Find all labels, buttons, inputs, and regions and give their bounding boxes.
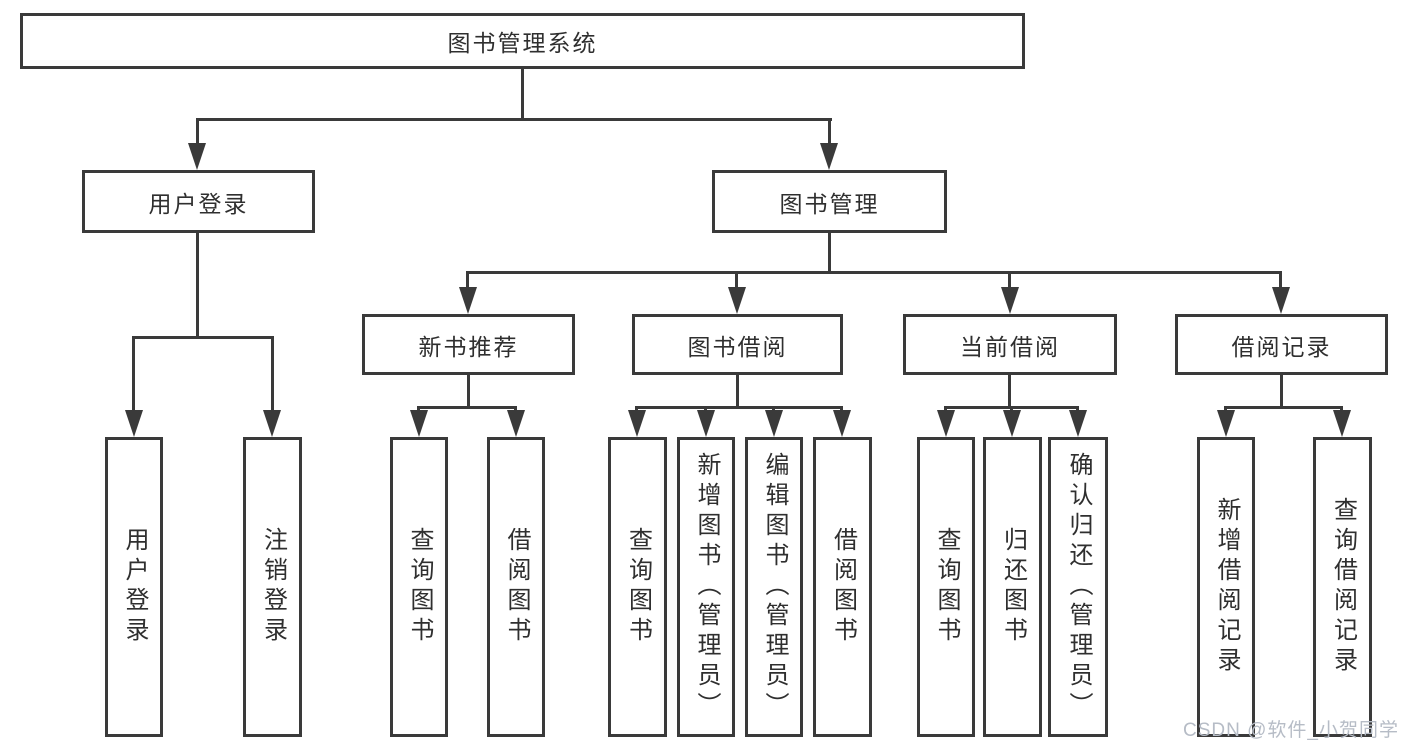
connector-arrowhead (188, 143, 206, 170)
node-label: 图书管理系统 (447, 30, 598, 56)
node-label: 归还图书 (999, 527, 1027, 647)
node-label: 确认归还（管理员） (1065, 452, 1092, 722)
connector-arrowhead (765, 410, 783, 437)
csdn-watermark: CSDN @软件_小贺同学 (1183, 720, 1399, 741)
leaf-borrow-book: 借阅图书 (813, 437, 872, 737)
connector-arrowhead (820, 143, 838, 170)
node-current-borrow: 当前借阅 (903, 314, 1117, 375)
connector-line (736, 375, 739, 409)
connector-line (467, 375, 470, 409)
node-label: 新书推荐 (418, 333, 519, 360)
leaf-borrow-query-book: 查询图书 (608, 437, 667, 737)
connector-arrowhead (833, 410, 851, 437)
leaf-logout: 注销登录 (243, 437, 302, 737)
node-book-borrow: 图书借阅 (632, 314, 843, 375)
connector-arrowhead (1001, 287, 1019, 314)
connector-line (132, 336, 273, 339)
node-root: 图书管理系统 (20, 13, 1025, 69)
node-label: 用户登录 (121, 527, 148, 647)
node-borrow-record: 借阅记录 (1175, 314, 1388, 375)
connector-arrowhead (410, 410, 428, 437)
leaf-user-login: 用户登录 (105, 437, 163, 737)
node-label: 图书管理 (779, 190, 880, 217)
node-label: 新增图书（管理员） (693, 452, 720, 722)
connector-arrowhead (1003, 410, 1021, 437)
connector-arrowhead (1272, 287, 1290, 314)
node-label: 借阅图书 (829, 527, 857, 647)
connector-arrowhead (937, 410, 955, 437)
connector-line (521, 69, 524, 121)
node-label: 新增借阅记录 (1213, 497, 1240, 677)
connector-line (196, 118, 199, 148)
node-label: 借阅记录 (1231, 333, 1332, 360)
connector-arrowhead (459, 287, 477, 314)
connector-line (132, 336, 135, 414)
connector-line (196, 233, 199, 339)
leaf-recommend-borrow-book: 借阅图书 (487, 437, 545, 737)
leaf-add-borrow-record: 新增借阅记录 (1197, 437, 1255, 737)
node-book-management: 图书管理 (712, 170, 947, 233)
connector-arrowhead (1069, 410, 1087, 437)
node-label: 查询图书 (933, 527, 960, 647)
leaf-current-query-book: 查询图书 (917, 437, 975, 737)
connector-arrowhead (507, 410, 525, 437)
connector-line (466, 271, 1282, 274)
connector-line (635, 406, 843, 409)
connector-line (1008, 375, 1011, 409)
node-label: 编辑图书（管理员） (761, 452, 788, 722)
connector-line (466, 271, 469, 291)
connector-line (828, 118, 831, 148)
node-label: 注销登录 (259, 527, 287, 647)
node-label: 图书借阅 (687, 333, 788, 360)
connector-line (1280, 375, 1283, 409)
node-user-login: 用户登录 (82, 170, 315, 233)
connector-arrowhead (697, 410, 715, 437)
connector-arrowhead (628, 410, 646, 437)
node-label: 查询图书 (624, 527, 652, 647)
connector-line (1279, 271, 1282, 291)
node-label: 借阅图书 (503, 527, 530, 647)
connector-line (828, 233, 831, 274)
connector-arrowhead (1333, 410, 1351, 437)
leaf-query-borrow-record: 查询借阅记录 (1313, 437, 1372, 737)
node-label: 查询借阅记录 (1329, 497, 1357, 677)
connector-line (271, 336, 274, 414)
leaf-recommend-query-book: 查询图书 (390, 437, 448, 737)
leaf-add-book-admin: 新增图书（管理员） (677, 437, 735, 737)
node-label: 当前借阅 (960, 333, 1060, 360)
connector-arrowhead (263, 410, 281, 437)
connector-line (735, 271, 738, 291)
node-new-book-recommend: 新书推荐 (362, 314, 575, 375)
leaf-confirm-return-admin: 确认归还（管理员） (1048, 437, 1108, 737)
node-label: 查询图书 (406, 527, 433, 647)
leaf-edit-book-admin: 编辑图书（管理员） (745, 437, 803, 737)
connector-arrowhead (125, 410, 143, 437)
connector-line (417, 406, 517, 409)
connector-line (1224, 406, 1343, 409)
connector-line (196, 118, 832, 121)
leaf-return-book: 归还图书 (983, 437, 1042, 737)
connector-line (1008, 271, 1011, 291)
node-label: 用户登录 (148, 190, 249, 217)
connector-arrowhead (728, 287, 746, 314)
connector-arrowhead (1217, 410, 1235, 437)
